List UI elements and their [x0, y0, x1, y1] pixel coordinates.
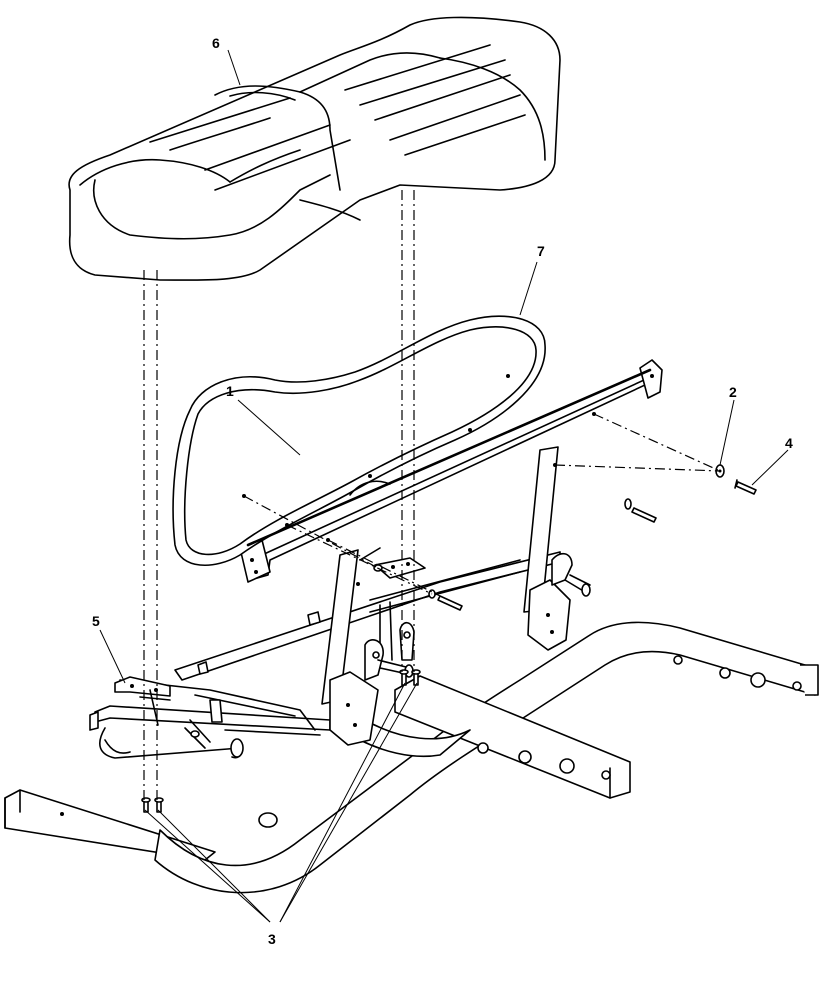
- callout-7: 7: [537, 243, 545, 259]
- callout-4: 4: [785, 435, 793, 451]
- seat-support-frame: [89, 446, 591, 759]
- callout-3: 3: [268, 931, 276, 947]
- bolt-4: [735, 481, 757, 495]
- base-frame: [4, 621, 819, 894]
- callout-2: 2: [729, 384, 737, 400]
- leader-lines: [99, 49, 789, 923]
- callout-6: 6: [212, 35, 220, 51]
- callout-5: 5: [92, 613, 100, 629]
- hardware-bolts: [141, 374, 757, 813]
- alignment-lines: [143, 190, 721, 800]
- callout-1: 1: [226, 383, 234, 399]
- callouts: 6 7 1 2 4 5 3: [92, 35, 793, 947]
- seat-back-cushion: [172, 315, 652, 566]
- seat-bottom-cushion: [68, 16, 561, 281]
